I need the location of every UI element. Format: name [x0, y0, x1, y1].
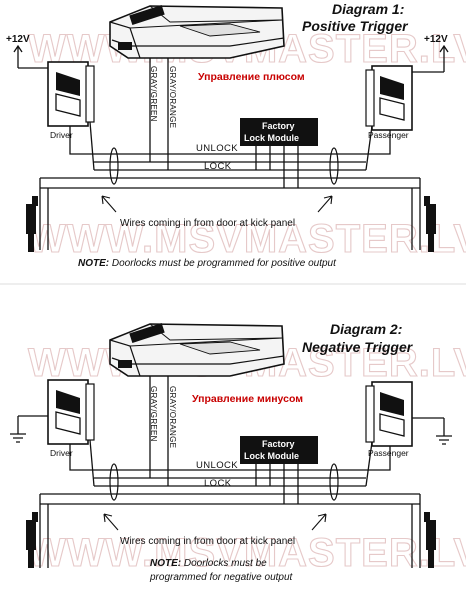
passenger-label: Passenger	[368, 130, 409, 140]
factory-lock-module	[240, 118, 318, 146]
driver-label: Driver	[50, 130, 73, 140]
wiring-harness	[39, 376, 421, 568]
note-text-line1: Doorlocks must be	[184, 558, 267, 569]
wire-gray-green-label: GRAY/GREEN	[149, 386, 158, 442]
arrow-up-icon	[439, 44, 449, 72]
diagram-2: WWW.MSVMASTER.LV WWW.MSVMASTER.LV Diagra…	[10, 321, 466, 583]
note-text-line2: programmed for negative output	[149, 572, 294, 583]
note-label: NOTE:	[150, 558, 181, 569]
door-actuator-right	[424, 512, 436, 568]
factory-lock-module	[240, 436, 318, 464]
diagram-1-title: Diagram 1:	[332, 1, 404, 17]
arrow-icon	[103, 513, 119, 531]
note-line: NOTE: Doorlocks must be programmed for p…	[78, 258, 337, 269]
driver-relay	[47, 379, 95, 445]
note-text: Doorlocks must be programmed for positiv…	[112, 258, 337, 269]
module-label-line1: Factory	[262, 121, 295, 131]
arrow-icon	[101, 195, 117, 213]
passenger-relay	[365, 65, 413, 131]
wire-gray-orange-label: GRAY/ORANGE	[168, 386, 177, 448]
wire-gray-green-label: GRAY/GREEN	[149, 66, 158, 122]
module-label-line2: Lock Module	[244, 133, 299, 143]
kick-panel-label: Wires coming in from door at kick panel	[120, 218, 295, 229]
arrow-up-icon	[13, 44, 23, 68]
door-actuator-left	[26, 196, 38, 252]
kick-panel-label: Wires coming in from door at kick panel	[120, 536, 295, 547]
ground-left-icon	[10, 415, 48, 443]
alarm-control-unit	[109, 4, 285, 59]
diagram-2-subtitle: Negative Trigger	[302, 339, 414, 355]
module-label-line2: Lock Module	[244, 451, 299, 461]
control-method-label: Управление минусом	[192, 393, 303, 405]
note-label: NOTE:	[78, 258, 109, 269]
alarm-control-unit	[109, 322, 285, 377]
door-actuator-right	[424, 196, 436, 252]
control-method-label: Управление плюсом	[198, 71, 305, 83]
door-actuator-left	[26, 512, 38, 568]
arrow-icon	[311, 513, 327, 531]
driver-relay	[47, 61, 95, 127]
unlock-wire-label: UNLOCK	[196, 143, 238, 154]
diagram-1-subtitle: Positive Trigger	[302, 18, 409, 34]
supply-right-label: +12V	[424, 34, 448, 45]
lock-wire-label: LOCK	[204, 161, 232, 172]
diagram-1: WWW.MSVMASTER.LV WWW.MSVMASTER.LV Diagra…	[6, 1, 466, 269]
watermark: WWW.MSVMASTER.LV	[28, 217, 466, 261]
unlock-wire-label: UNLOCK	[196, 460, 238, 471]
driver-label: Driver	[50, 448, 73, 458]
passenger-relay	[365, 381, 413, 447]
ground-right-icon	[412, 417, 452, 445]
lock-wire-label: LOCK	[204, 478, 232, 489]
supply-left-label: +12V	[6, 34, 30, 45]
wiring-harness	[39, 58, 421, 250]
diagram-2-title: Diagram 2:	[330, 321, 402, 337]
module-label-line1: Factory	[262, 439, 295, 449]
wire-gray-orange-label: GRAY/ORANGE	[168, 66, 177, 128]
arrow-icon	[317, 195, 333, 213]
passenger-label: Passenger	[368, 448, 409, 458]
watermark: WWW.MSVMASTER.LV	[28, 531, 466, 575]
note-line: NOTE: Doorlocks must be	[150, 558, 267, 569]
